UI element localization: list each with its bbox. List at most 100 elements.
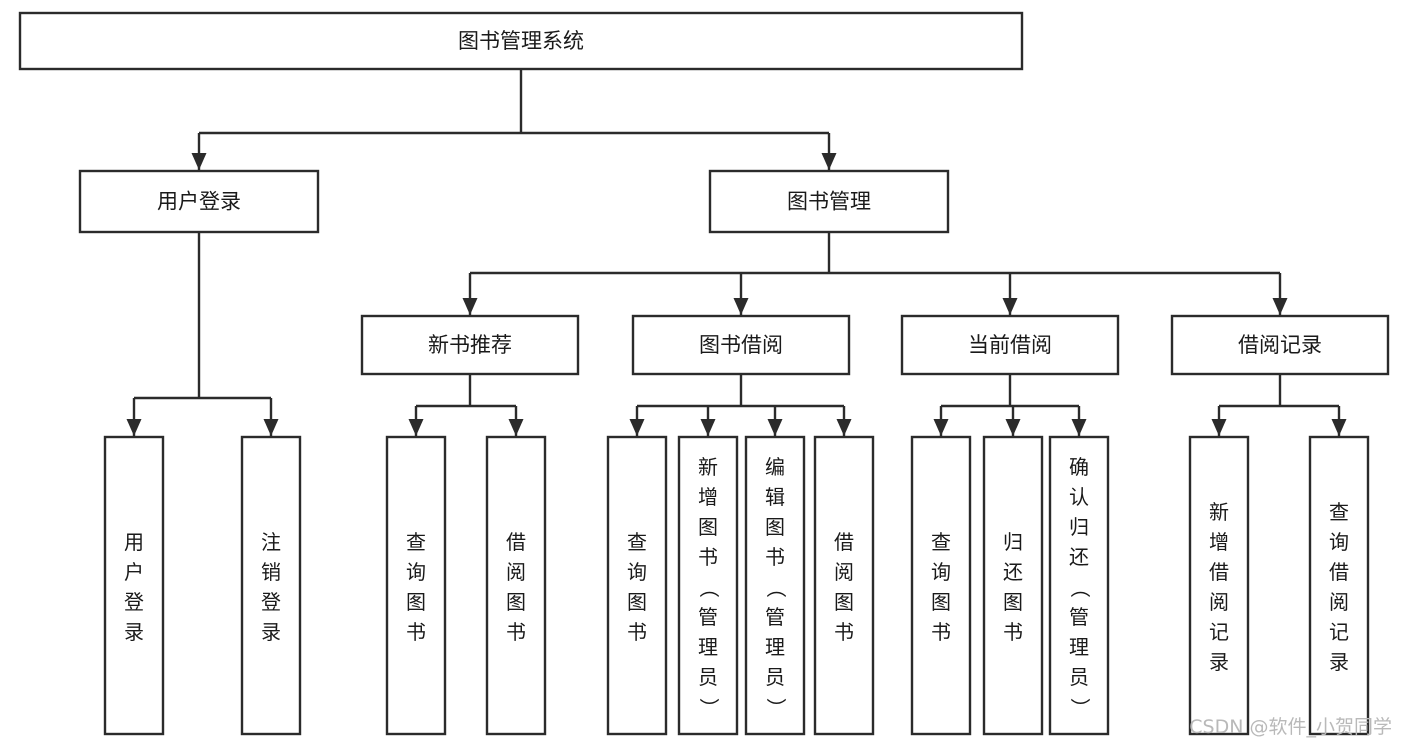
node-border: [485, 435, 547, 736]
node-label-char: 记: [1329, 620, 1349, 644]
node-label-char: 图: [698, 515, 718, 539]
node-label-char: 户: [124, 560, 144, 584]
node-label-char: 书: [506, 620, 526, 644]
node-label-char: 还: [1069, 545, 1089, 569]
node-label-char: ）: [1068, 698, 1092, 718]
l3-借阅记录-to-leaves-arrow-1: [1331, 419, 1347, 436]
node-border: [1048, 435, 1110, 736]
node-label-char: 询: [931, 560, 951, 584]
node-border: [631, 314, 851, 376]
node-border: [385, 435, 447, 736]
node-label-char: 书: [931, 620, 951, 644]
node-label-char: 图: [1003, 590, 1023, 614]
l3-图书借阅-to-leaves-arrow-2: [767, 419, 783, 436]
node-border: [813, 435, 875, 736]
node-border: [18, 11, 1024, 71]
node-label: 图书管理: [787, 190, 871, 214]
node-label-char: （: [1068, 578, 1092, 598]
node-label-char: 认: [1069, 485, 1089, 509]
node-label-char: 员: [1069, 665, 1089, 689]
node-label-char: 录: [1329, 650, 1349, 674]
l3-当前借阅-to-leaves-arrow-0: [933, 419, 949, 436]
node-label-char: 图: [406, 590, 426, 614]
node-border: [606, 435, 668, 736]
level3-node-借阅记录-3[interactable]: 借阅记录: [1170, 314, 1390, 376]
books-to-level3-arrow-1: [733, 298, 749, 315]
node-label-char: 确: [1069, 455, 1089, 479]
node-label-char: 阅: [1209, 590, 1229, 614]
node-label-char: 借: [506, 530, 526, 554]
node-label-char: 图: [834, 590, 854, 614]
books-to-level3-arrow-2: [1002, 298, 1018, 315]
node-label-char: 书: [1003, 620, 1023, 644]
node-border: [1308, 435, 1370, 736]
level2-node-用户登录-0[interactable]: 用户登录: [78, 169, 320, 234]
node-label-char: 新: [1209, 500, 1229, 524]
node-label-char: 理: [698, 635, 718, 659]
node-label-char: ）: [764, 698, 788, 718]
l3-借阅记录-to-leaves-arrow-0: [1211, 419, 1227, 436]
node-label-char: 图: [765, 515, 785, 539]
node-label-char: 书: [765, 545, 785, 569]
login-to-leaves-arrow-1: [263, 419, 279, 436]
node-label-char: 记: [1209, 620, 1229, 644]
node-label-char: 员: [765, 665, 785, 689]
node-label-char: 注: [261, 530, 281, 554]
node-label-char: 查: [931, 530, 951, 554]
l3-新书推荐-to-leaves-arrow-1: [508, 419, 524, 436]
node-label-char: 借: [1329, 560, 1349, 584]
csdn-watermark: CSDN @软件_小贺同学: [1189, 716, 1392, 738]
l3-当前借阅-to-leaves-arrow-1: [1005, 419, 1021, 436]
node-label-char: 归: [1069, 515, 1089, 539]
nodes-layer: 图书管理系统用户登录图书管理新书推荐图书借阅当前借阅借阅记录用户登录注销登录查询…: [18, 11, 1390, 736]
node-label-char: 书: [698, 545, 718, 569]
node-label-char: 借: [1209, 560, 1229, 584]
node-label: 图书管理系统: [458, 29, 584, 53]
node-border: [744, 435, 806, 736]
node-label-char: 询: [627, 560, 647, 584]
node-label-char: 编: [765, 455, 785, 479]
node-label-char: 书: [627, 620, 647, 644]
login-to-leaves-arrow-0: [126, 419, 142, 436]
root-node-图书管理系统[interactable]: 图书管理系统: [18, 11, 1024, 71]
level3-node-新书推荐-0[interactable]: 新书推荐: [360, 314, 580, 376]
node-label-char: 阅: [834, 560, 854, 584]
node-label: 新书推荐: [428, 333, 512, 357]
level3-node-图书借阅-1[interactable]: 图书借阅: [631, 314, 851, 376]
node-border: [677, 435, 739, 736]
level2-node-图书管理-1[interactable]: 图书管理: [708, 169, 950, 234]
node-label-char: 询: [406, 560, 426, 584]
node-label-char: 录: [261, 620, 281, 644]
books-to-level3-arrow-0: [462, 298, 478, 315]
node-border: [982, 435, 1044, 736]
node-label-char: （: [697, 578, 721, 598]
node-border: [103, 435, 165, 736]
node-label: 借阅记录: [1238, 333, 1322, 357]
level3-node-当前借阅-2[interactable]: 当前借阅: [900, 314, 1120, 376]
node-label-char: 管: [1069, 605, 1089, 629]
node-label-char: 录: [1209, 650, 1229, 674]
node-label-char: 理: [765, 635, 785, 659]
node-border: [240, 435, 302, 736]
node-label-char: 增: [1209, 530, 1229, 554]
node-label-char: 员: [698, 665, 718, 689]
node-label-char: 阅: [1329, 590, 1349, 614]
node-label: 用户登录: [157, 190, 241, 214]
connectors-layer: [126, 69, 1347, 436]
leaf-node-用户登录-0[interactable]: 用户登录: [103, 435, 165, 736]
node-label-char: 销: [261, 560, 281, 584]
node-border: [1170, 314, 1390, 376]
